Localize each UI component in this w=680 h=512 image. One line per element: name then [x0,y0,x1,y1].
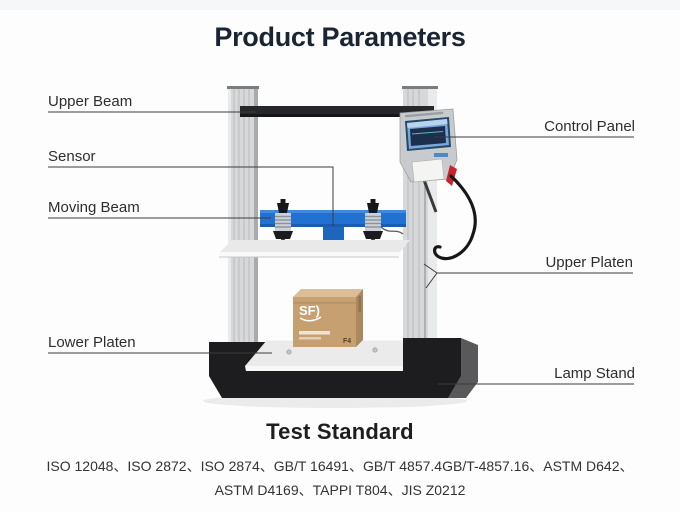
leader-lines [48,111,634,385]
test-standard-section: Test Standard ISO 12048、ISO 2872、ISO 287… [0,419,680,502]
label-control-panel: Control Panel [544,118,635,135]
label-upper-beam: Upper Beam [48,93,133,110]
box-logo: SF) [299,303,320,318]
box-marking: F4 [343,338,351,345]
top-band [0,0,680,10]
test-box: SF) F4 [293,289,363,347]
upper-platen [219,240,410,258]
test-standard-list: ISO 12048、ISO 2872、ISO 2874、GB/T 16491、G… [46,458,634,498]
label-sensor: Sensor [48,148,96,165]
label-lower-platen: Lower Platen [48,334,136,351]
base-right-foot [403,338,478,398]
leader-sensor [48,166,334,226]
upper-beam [240,106,434,117]
sensor-wire [380,226,404,235]
test-standard-heading: Test Standard [266,419,414,444]
left-column [227,86,259,345]
label-moving-beam: Moving Beam [48,199,140,216]
page-title: Product Parameters [214,22,466,52]
control-cable [433,174,477,261]
control-panel [399,108,458,213]
leader-upper-platen [423,263,633,289]
label-lamp-stand: Lamp Stand [554,365,635,382]
label-upper-platen: Upper Platen [545,254,633,271]
